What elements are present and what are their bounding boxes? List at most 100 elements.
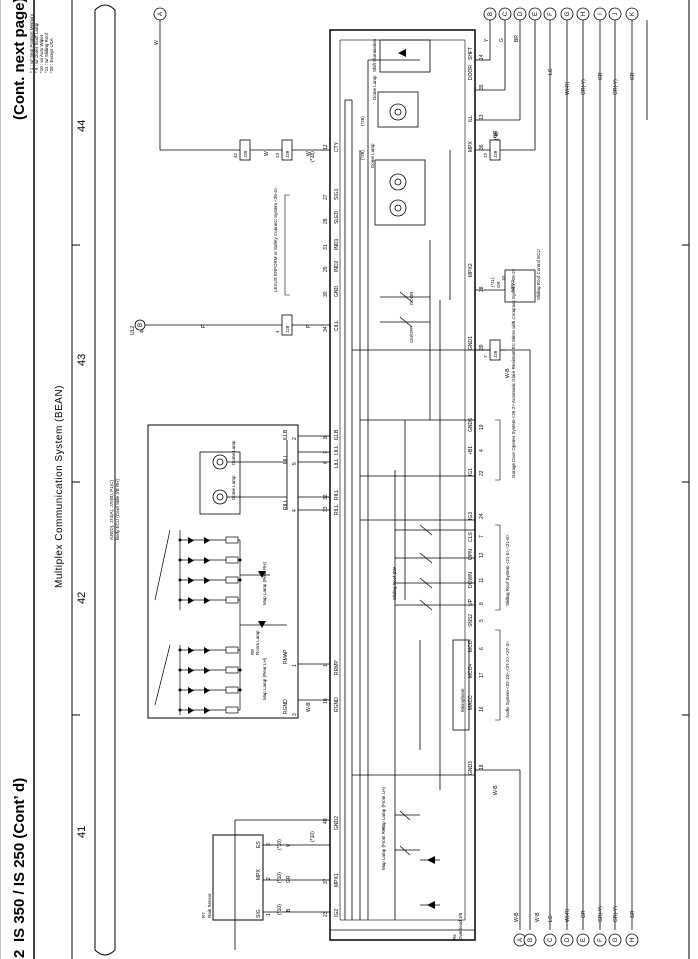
connector-id: J20 [243, 150, 248, 158]
pin-label: GND [334, 286, 340, 298]
pin-label: DOOR [468, 65, 474, 80]
rain-sensor-name: Rain Sensor [207, 893, 212, 918]
pin-label: OPN [468, 549, 474, 560]
pin-label: MPX [468, 141, 474, 153]
wire-color: GR [286, 875, 292, 883]
off-page-top-connectors [483, 7, 639, 21]
pin-num: 38 [479, 286, 485, 292]
pin-num: 14 [479, 54, 485, 60]
wire-color: V [286, 843, 292, 847]
pin-num: 37 [323, 878, 329, 884]
wire-note: (*10) [277, 839, 283, 850]
pin-num: 7 [323, 451, 329, 454]
pin-label: LILL [334, 458, 340, 468]
wire-color: W [264, 151, 270, 156]
pin-num: 3 [292, 713, 298, 716]
footnote-item: *11 : w/ Sliding Roof [44, 32, 49, 73]
room-lamp-wires [234, 435, 330, 950]
pin-label: SIG1 [334, 188, 340, 200]
pin-num: 29 [323, 266, 329, 272]
connector-id: J28 [285, 325, 290, 333]
wire-note: (*9) [494, 132, 500, 140]
pin-label: IG2 [334, 909, 340, 917]
pin-num: 23 [323, 911, 329, 917]
microphone-label: Microphone [460, 688, 465, 712]
wire-note: (*28) [310, 151, 316, 162]
connector-letter: H [581, 12, 587, 16]
pin-num: 33 [323, 506, 329, 512]
pin-num: 19 [479, 424, 485, 430]
footnotes: * 1 : w/ Seat Position Memory * 9 : w/ O… [29, 13, 54, 73]
pin-num: 1 [266, 913, 272, 916]
pin-num: 7 [479, 535, 485, 538]
connector-letter: A [518, 938, 524, 942]
pin-num: 24 [479, 513, 485, 519]
shift-illum-diode [398, 49, 406, 57]
pin-label: IND2 [334, 260, 340, 272]
connector-letter: I [598, 13, 604, 15]
pin-label: ILLB [283, 429, 289, 440]
pin-num: 13 [479, 114, 485, 120]
microphone-box [452, 639, 470, 731]
pin-num: 6 [323, 461, 329, 464]
wire-color: GR(-Y) [581, 79, 587, 95]
off-page-top-letters: B C D E F G H I J K [488, 11, 636, 16]
page-number: 2 [11, 950, 28, 958]
wire-color: W(-R) [565, 81, 571, 95]
footnote-item: * 9 : w/ Outer Scuff Lamp [34, 22, 39, 73]
connector-letter: E [533, 12, 539, 16]
wire-note: (*10) [277, 872, 283, 883]
rain-sensor-box [212, 834, 264, 921]
wire-note: (*10) [310, 831, 316, 842]
pin-num: 16 [479, 706, 485, 712]
connector-letter: G [565, 11, 571, 16]
map-lamp-rear-rh: Map Lamp (Rear RH) [262, 561, 267, 605]
jb-right-pins: GND3 18 MACC 16 MCO+ 17 MCO- 6 SNS2 5 UP… [323, 47, 485, 775]
pin-label: GND2 [334, 816, 340, 830]
connector-letter: F [548, 12, 554, 16]
room-dome-lamps [199, 440, 288, 515]
pin-label: SLED [334, 211, 340, 224]
room-lamp-name: Room Lamp [255, 630, 260, 655]
connector-letter: E [581, 938, 587, 942]
sliding-roof-ecu-box [504, 269, 536, 303]
pin-num: 36 [479, 144, 485, 150]
wire-color: P [201, 324, 207, 328]
cont-next-page: (Cont. next page) [11, 0, 28, 120]
wire-color: P [306, 324, 312, 328]
pin-label: CILL [334, 320, 340, 331]
pin-label: RILL [283, 499, 289, 510]
wire-color: G [499, 38, 505, 42]
left-wire-colors: W W P P W-B W-B GR (*9) (*28) (*10) [201, 130, 511, 842]
pin-num: 2 [266, 877, 272, 880]
dome-lamp-label: Dome Lamp [372, 75, 377, 100]
dome-lamp-label: Dome Lamp [231, 440, 236, 465]
connector-num: 7 [483, 355, 488, 358]
wire-color: GR [630, 72, 636, 80]
wire-color: W-B [505, 368, 511, 378]
pin-label: IG3 [468, 512, 474, 520]
inline-connectors [239, 139, 501, 361]
pin-num: 30 [323, 291, 329, 297]
pin-num: 22 [479, 470, 485, 476]
off-page-bottom-letters: A B C D E F G H [518, 937, 636, 942]
rain-sensor-wires [263, 844, 330, 913]
off-page-bottom-colors: W-B W-B LG W(-R) GR GR(-Y) GR(-Y) GR [514, 906, 636, 922]
wire-color: B [286, 908, 292, 912]
pin-label: CTY [334, 141, 340, 152]
wire-color: GR [496, 280, 501, 288]
wire-color: GR [581, 910, 587, 918]
mpx1-label: MPX1 [510, 279, 515, 292]
pin-label: RMAP [283, 649, 289, 664]
pin-num: 3 [266, 843, 272, 846]
wire-color: GR(-Y) [613, 906, 619, 922]
room-lamp-id: R8 [250, 649, 255, 655]
pin-num: 35 [479, 84, 485, 90]
system-ref-audio: Audio System <32-10>,<37-2>,<37-3> [505, 641, 510, 718]
pin-num: 32 [323, 494, 329, 500]
ul2-num: 4 [140, 330, 146, 333]
jb-dome-lamps [374, 91, 426, 226]
rain-sensor-wire-labels: B GR V (*10) (*10) (*10) [277, 839, 292, 915]
connector-id: J28 [493, 150, 498, 158]
